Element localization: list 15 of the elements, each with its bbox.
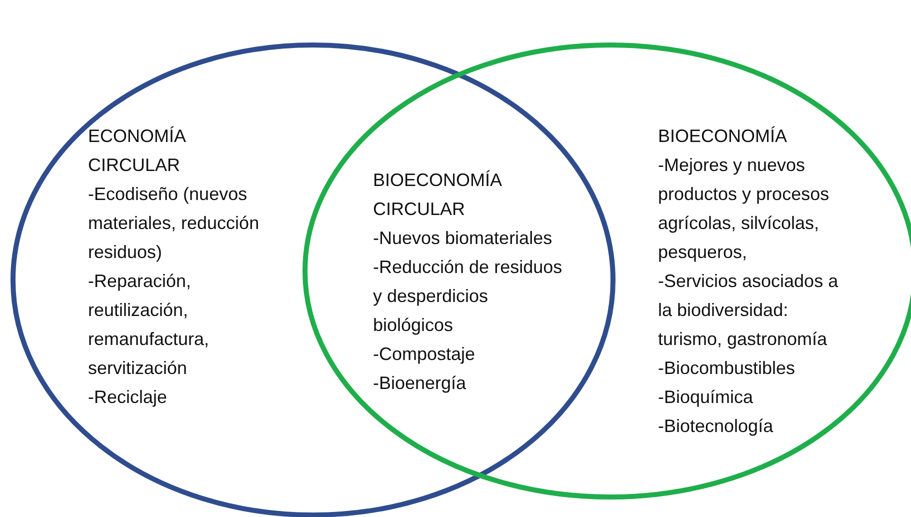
list-item: -Reducción de residuos y desperdicios biológicos — [373, 256, 564, 337]
list-item: -Bioquímica — [658, 386, 754, 409]
list-item: -Biotecnología — [658, 415, 774, 438]
overlap-heading: BIOECONOMÍA CIRCULAR — [373, 169, 503, 221]
list-item: -Biocombustibles — [658, 357, 796, 380]
list-item: -Nuevos biomateriales — [373, 227, 554, 250]
list-item: -Servicios asociados a la biodiversidad: turismo, gastronomía — [658, 270, 840, 351]
list-item: -Reparación, reutilización, remanufactura, servitización — [88, 270, 210, 380]
list-item: -Ecodiseño (nuevos materiales, reducción residuos) — [88, 183, 260, 264]
list-item: -Mejores y nuevos productos y procesos agrícolas, silvícolas, pesqueros, — [658, 154, 830, 264]
list-item: -Reciclaje — [88, 386, 168, 409]
list-item: -Bioenergía — [373, 372, 468, 395]
set-heading: BIOECONOMÍA — [658, 125, 788, 148]
list-item: -Compostaje — [373, 343, 476, 366]
set-heading: ECONOMÍA CIRCULAR — [88, 125, 187, 177]
